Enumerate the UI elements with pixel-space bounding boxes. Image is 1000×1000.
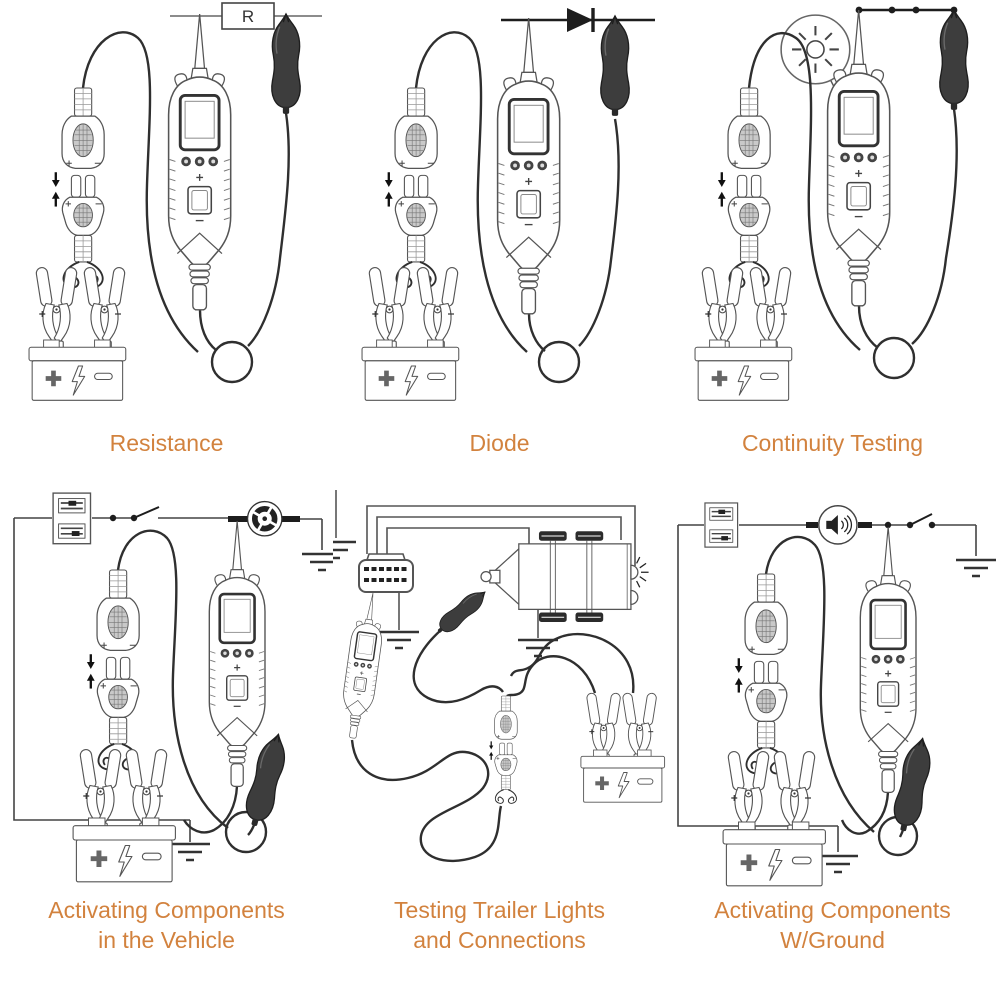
caption-line: Activating Components [48, 897, 285, 923]
test-lead-alligator-clip [432, 584, 492, 639]
battery [695, 340, 792, 400]
battery [73, 818, 175, 882]
battery-clamp-negative [750, 267, 792, 350]
cables [350, 629, 635, 863]
connector-pair [488, 695, 518, 804]
ground-icon [168, 842, 212, 862]
cables [414, 31, 620, 384]
test-lead-alligator-clip [271, 13, 301, 115]
cables [116, 529, 268, 854]
trailer-connector [358, 553, 414, 593]
caption-line: in the Vehicle [98, 927, 235, 953]
power-probe-tool [859, 525, 918, 794]
panel-activating-components-w-ground [666, 480, 1000, 893]
ground-icon [377, 630, 421, 650]
test-lead-alligator-clip [240, 730, 293, 830]
cable-loop [872, 336, 916, 380]
caption-diode: Diode [333, 428, 666, 458]
test-lead-alligator-clip [600, 15, 630, 117]
horn-speaker-icon [818, 505, 858, 545]
cables [747, 32, 958, 380]
trailer-graphic [480, 530, 650, 623]
battery-clamp-positive [36, 267, 78, 350]
panel-testing-trailer-lights [333, 480, 666, 893]
ground-icon [816, 854, 860, 874]
resistor-label: R [242, 7, 254, 26]
fuse-box-icon [704, 502, 739, 548]
battery [581, 750, 665, 802]
ground-icon [300, 552, 333, 572]
connector-pair [733, 572, 789, 775]
diode-diagram [333, 8, 655, 425]
power-probe-tool [496, 16, 562, 316]
caption-resistance: Resistance [0, 428, 333, 458]
caption-line: Diode [469, 430, 530, 456]
battery-clamp-positive [369, 267, 411, 350]
power-probe-tool [167, 12, 233, 312]
switch-open [884, 513, 936, 529]
caption-continuity-testing: Continuity Testing [666, 428, 999, 458]
battery [362, 340, 459, 400]
battery-clamp-negative [417, 267, 459, 350]
ground-icon [333, 540, 358, 560]
circuit-wire [13, 517, 323, 842]
trailer-diagram [333, 490, 666, 863]
motor-icon [248, 502, 282, 536]
caption-line: W/Ground [780, 927, 885, 953]
battery-clamp-positive [702, 267, 744, 350]
circuit-wire [677, 524, 977, 852]
caption-line: Testing Trailer Lights [394, 897, 605, 923]
resistor-box: R [221, 2, 275, 30]
caption-activating-components-w-ground: Activating Components W/Ground [666, 895, 999, 955]
activate-w-ground-diagram [677, 502, 998, 893]
connector-pair [50, 86, 106, 289]
battery-clamp-negative [84, 267, 126, 350]
caption-line: Continuity Testing [741, 430, 924, 456]
ground-feeds [398, 592, 539, 638]
switch-open [109, 506, 160, 522]
activate-in-vehicle-diagram [13, 492, 333, 893]
cable-loop [537, 340, 581, 384]
continuity-diagram [666, 6, 969, 425]
panel-activating-components-in-vehicle [0, 480, 333, 893]
connector-pair [716, 86, 772, 289]
cable-loop [224, 810, 268, 854]
resistance-diagram: R [0, 2, 322, 425]
panel-continuity-testing [666, 0, 1000, 425]
caption-line: and Connections [413, 927, 586, 953]
battery [723, 822, 825, 886]
connector-pair [383, 86, 439, 289]
caption-testing-trailer-lights: Testing Trailer Lights and Connections [333, 895, 666, 955]
diode-icon [567, 8, 595, 32]
panel-resistance: R [0, 0, 333, 425]
test-lead-alligator-clip [939, 9, 969, 111]
caption-line: Resistance [109, 430, 224, 456]
caption-line: Activating Components [714, 897, 951, 923]
harness-wires [335, 490, 636, 566]
battery [29, 340, 126, 400]
panel-diode [333, 0, 666, 425]
power-probe-tool [336, 590, 389, 741]
connector-pair [85, 568, 141, 771]
ground-icon [954, 558, 998, 578]
cable-loop [210, 340, 254, 384]
test-lead-alligator-clip [889, 735, 937, 835]
circuit-wire [855, 6, 958, 14]
cables [81, 31, 290, 384]
caption-activating-components-in-vehicle: Activating Components in the Vehicle [0, 895, 333, 955]
power-probe-tool [208, 519, 267, 788]
fuse-box-icon [52, 492, 92, 545]
